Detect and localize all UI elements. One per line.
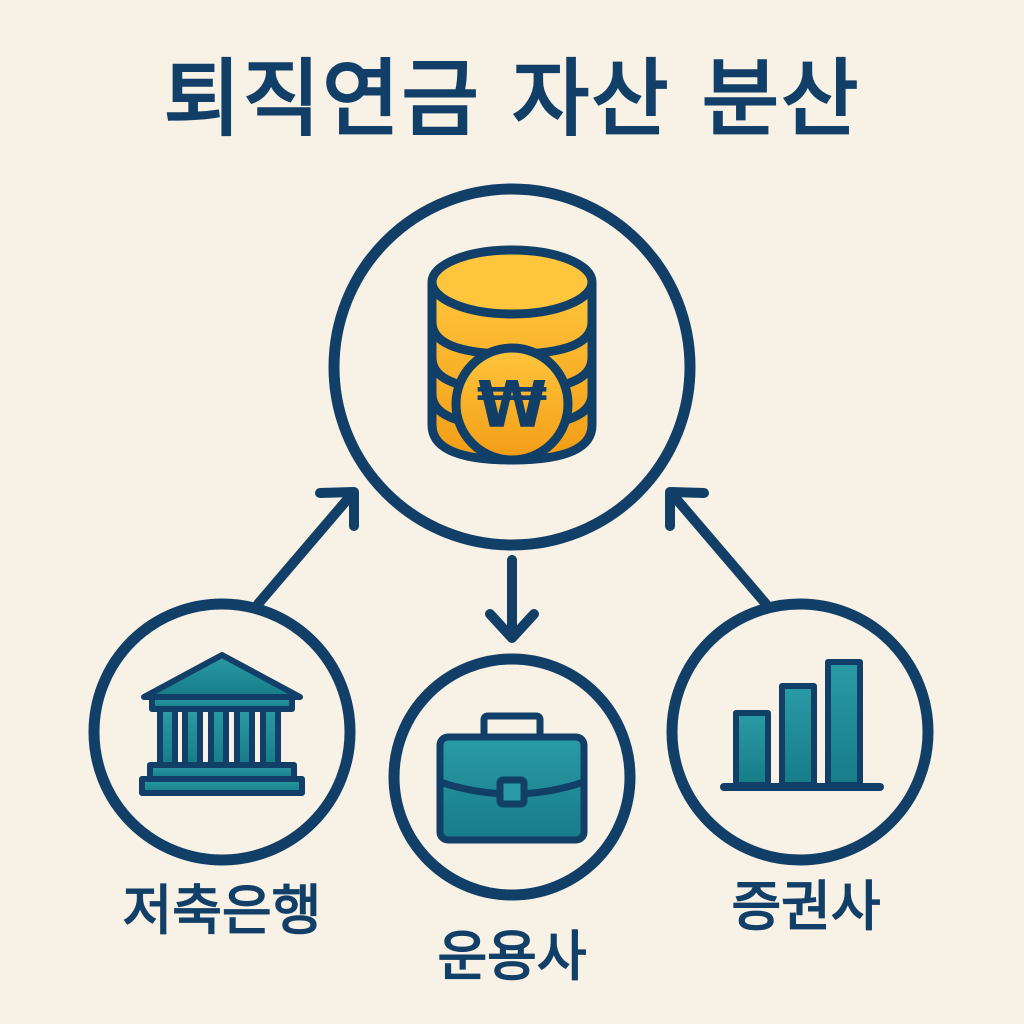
center-circle (328, 183, 696, 551)
won-symbol: ₩ (477, 369, 548, 443)
briefcase-icon (436, 712, 588, 844)
coin-stack-won-icon (427, 245, 597, 465)
securities-circle (666, 598, 934, 866)
bank-building-icon (139, 652, 305, 796)
label-savings-bank: 저축은행 (122, 879, 322, 942)
label-securities: 증권사 (731, 875, 881, 938)
bank-circle (88, 598, 356, 866)
arrow-securities-to-center (665, 487, 771, 609)
arrow-bank-to-center (253, 487, 359, 609)
bar-chart-icon (720, 659, 884, 791)
asset-manager-circle (388, 653, 636, 901)
label-asset-manager: 운용사 (437, 925, 587, 988)
arrow-center-to-asset-manager (485, 555, 539, 643)
page-title: 퇴직연금 자산 분산 (163, 50, 861, 148)
